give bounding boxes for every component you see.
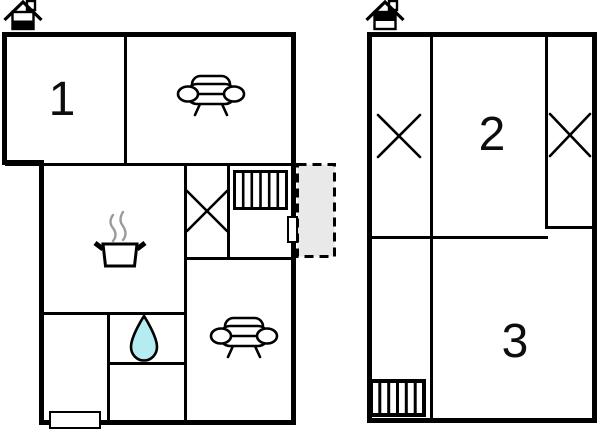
room-2-label: 2 xyxy=(478,108,506,161)
wall-segment xyxy=(430,37,433,418)
wall-segment xyxy=(39,420,296,425)
wall-segment xyxy=(367,32,372,423)
door-marker xyxy=(287,216,298,243)
sofa-icon xyxy=(176,74,246,117)
stairs-icon xyxy=(233,170,288,210)
terrace-dashed-area xyxy=(296,163,336,258)
wall-segment xyxy=(5,163,291,166)
wall-segment xyxy=(227,166,230,259)
wardrobe-cross-icon xyxy=(376,113,422,159)
cooking-pot-icon xyxy=(93,210,147,268)
wall-segment xyxy=(367,418,597,423)
wardrobe-cross-icon xyxy=(548,112,592,158)
room-1-label: 1 xyxy=(48,73,76,126)
wardrobe-cross-icon xyxy=(185,189,229,233)
wall-segment xyxy=(184,257,291,260)
wall-segment xyxy=(44,312,186,315)
wall-segment xyxy=(367,32,597,37)
sofa-icon xyxy=(209,316,279,359)
stairs-icon xyxy=(369,379,426,417)
wall-segment xyxy=(545,37,548,229)
wall-segment xyxy=(184,166,187,422)
room-3-label: 3 xyxy=(501,315,529,368)
wall-segment xyxy=(2,160,44,165)
water-drop-icon xyxy=(129,314,159,362)
wall-segment xyxy=(107,362,186,365)
wall-segment xyxy=(124,35,127,165)
wall-segment xyxy=(545,226,592,229)
wall-segment xyxy=(107,315,110,420)
door-marker xyxy=(49,411,101,429)
wall-segment xyxy=(592,32,597,423)
house-orientation-icon xyxy=(3,0,43,31)
wall-segment xyxy=(2,32,7,165)
house-orientation-icon xyxy=(365,0,405,31)
wall-segment xyxy=(2,32,296,37)
wall-segment xyxy=(372,236,548,239)
wall-segment xyxy=(39,160,44,425)
